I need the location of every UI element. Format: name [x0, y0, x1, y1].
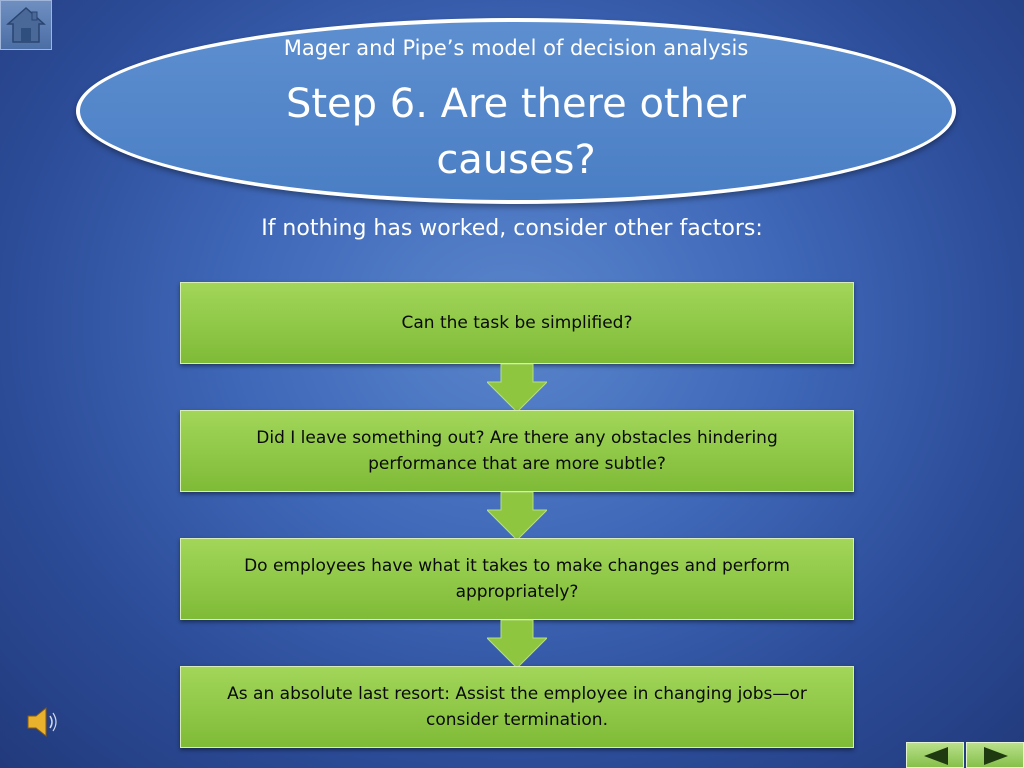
step-box-3: Do employees have what it takes to make …	[180, 538, 854, 620]
slide-title: Step 6. Are there other causes?	[285, 81, 747, 183]
next-slide-button[interactable]	[966, 742, 1024, 768]
previous-slide-button[interactable]	[906, 742, 964, 768]
intro-text: If nothing has worked, consider other fa…	[261, 216, 763, 241]
arrow-right-icon	[984, 747, 1008, 765]
title-ellipse	[76, 18, 956, 204]
home-icon	[6, 6, 46, 43]
down-arrow-icon	[487, 620, 547, 668]
step-box-2: Did I leave something out? Are there any…	[180, 410, 854, 492]
down-arrow-icon	[487, 364, 547, 412]
slide-subtitle: Mager and Pipe’s model of decision analy…	[283, 36, 749, 60]
step-box-4: As an absolute last resort: Assist the e…	[180, 666, 854, 748]
down-arrow-icon	[487, 492, 547, 540]
home-button[interactable]	[0, 0, 52, 50]
speaker-icon[interactable]	[24, 704, 64, 740]
arrow-left-icon	[924, 747, 948, 765]
step-box-1: Can the task be simplified?	[180, 282, 854, 364]
